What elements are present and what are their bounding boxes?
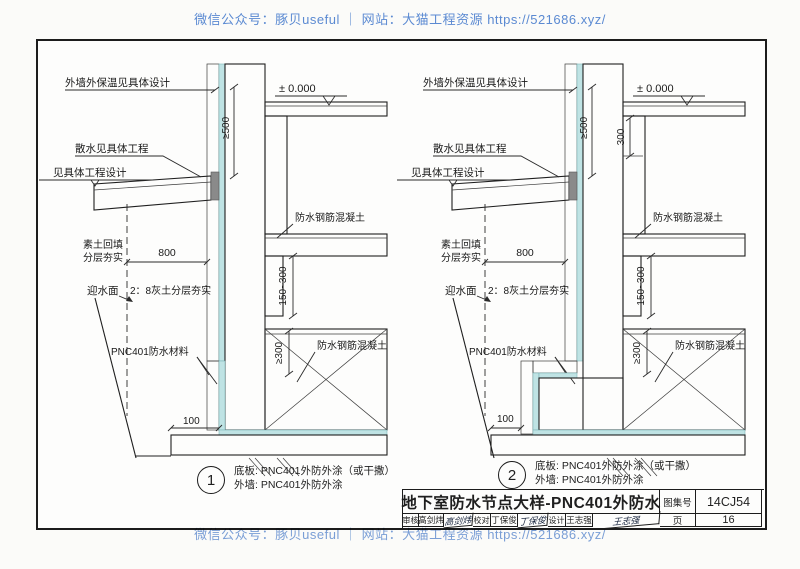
dim-500: ≥500: [579, 116, 590, 139]
atlas-number-label: 图集号: [660, 490, 696, 514]
label-pnc-material: PNC401防水材料: [469, 345, 547, 358]
caption-line2: 外墙: PNC401外防外涂: [535, 474, 644, 486]
label-backfill-1: 素土回填: [83, 238, 123, 251]
review-label: 审核: [403, 514, 419, 527]
detail1-labels: 外墙外保温见具体设计 ± 0.000 ≥500 散水见具体工程 见具体工程设计 …: [53, 76, 387, 427]
label-lime-soil: 2：8灰土分层夯实: [488, 284, 569, 297]
designer-name: 王志强: [566, 514, 593, 527]
label-pnc-material: PNC401防水材料: [111, 345, 189, 358]
label-water-face: 迎水面: [87, 285, 119, 297]
label-rc-concrete-upper: 防水钢筋混凝土: [653, 211, 723, 224]
label-see-design: 见具体工程设计: [411, 166, 485, 179]
reviewer-name: 高剑炜: [418, 514, 444, 527]
label-level: ± 0.000: [637, 83, 674, 95]
detail2-footing: [487, 114, 746, 456]
label-apron: 散水见具体工程: [75, 142, 149, 155]
caption-detail-2: 2 底板: PNC401外防外涂（或干撒） 外墙: PNC401外防外涂: [498, 459, 696, 489]
dim-300-min: ≥300: [274, 341, 285, 364]
label-insulation: 外墙外保温见具体设计: [65, 76, 170, 89]
dim-300-slab: 300: [616, 128, 627, 145]
watermark-top: 微信公众号：豚贝useful ｜ 网站：大猫工程资源 https://52168…: [194, 12, 606, 27]
dim-150-300: 150~300: [636, 266, 647, 306]
dim-100: 100: [497, 414, 514, 425]
label-backfill-2: 分层夯实: [441, 251, 481, 264]
label-rc-concrete-upper: 防水钢筋混凝土: [295, 211, 365, 224]
detail-drawing-2: 外墙外保温见具体设计 ± 0.000 ≥500 散水见具体工程 见具体工程设计 …: [396, 63, 746, 477]
proof-label: 校对: [473, 514, 491, 527]
watermark-bottom: 微信公众号：豚贝useful ｜ 网站：大猫工程资源 https://52168…: [194, 527, 606, 542]
dim-500: ≥500: [221, 116, 232, 139]
dim-100: 100: [183, 416, 200, 427]
dim-800: 800: [516, 247, 534, 259]
dim-800: 800: [158, 247, 176, 259]
label-insulation: 外墙外保温见具体设计: [423, 76, 528, 89]
page-number: 16: [696, 514, 762, 527]
sheet-title: 地下室防水节点大样-PNC401外防水: [401, 490, 660, 514]
detail2-labels: 外墙外保温见具体设计 ± 0.000 ≥500 散水见具体工程 见具体工程设计 …: [411, 76, 745, 425]
caption-line2: 外墙: PNC401外防外涂: [234, 479, 343, 491]
label-rc-concrete-lower: 防水钢筋混凝土: [317, 339, 387, 352]
design-label: 设计: [548, 514, 566, 527]
label-backfill-2: 分层夯实: [83, 251, 123, 264]
label-lime-soil: 2：8灰土分层夯实: [130, 284, 211, 297]
page-label: 页: [660, 514, 696, 527]
dim-150-300: 150~300: [278, 266, 289, 306]
title-block: 地下室防水节点大样-PNC401外防水 图集号 14CJ54 审核 高剑炜 高剑…: [401, 489, 764, 530]
label-apron: 散水见具体工程: [433, 142, 507, 155]
caption-detail-1: 1 底板: PNC401外防外涂（或干撒） 外墙: PNC401外防外涂: [197, 464, 395, 494]
label-see-design: 见具体工程设计: [53, 166, 127, 179]
detail-number-2: 2: [498, 461, 526, 489]
label-backfill-1: 素土回填: [441, 238, 481, 251]
label-level: ± 0.000: [279, 83, 316, 95]
detail-drawing-1: 外墙外保温见具体设计 ± 0.000 ≥500 散水见具体工程 见具体工程设计 …: [38, 63, 388, 477]
label-water-face: 迎水面: [445, 285, 477, 297]
label-rc-concrete-lower: 防水钢筋混凝土: [675, 339, 745, 352]
caption-line1: 底板: PNC401外防外涂（或干撒）: [234, 465, 396, 477]
proofreader-name: 丁保俊: [491, 514, 518, 527]
atlas-number: 14CJ54: [696, 490, 762, 514]
detail1-footing: [136, 360, 388, 457]
detail-number-1: 1: [197, 466, 225, 494]
caption-line1: 底板: PNC401外防外涂（或干撒）: [535, 460, 697, 472]
detail-drawings: 外墙外保温见具体设计 ± 0.000 ≥500 散水见具体工程 见具体工程设计 …: [38, 63, 746, 477]
dim-300-min: ≥300: [632, 341, 643, 364]
